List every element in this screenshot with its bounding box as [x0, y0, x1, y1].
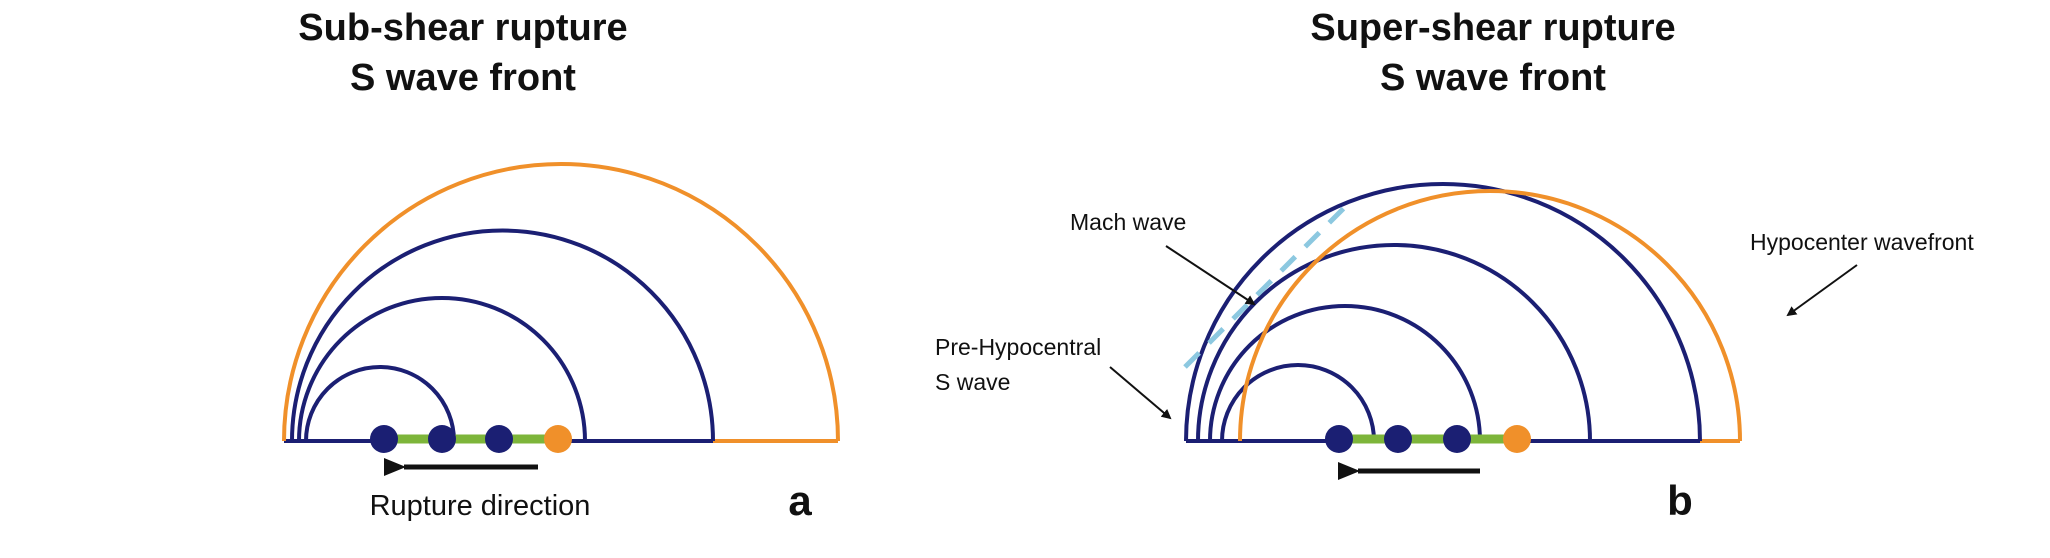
panel-b-node-1 — [1325, 425, 1353, 453]
panel-b-title-line1: Super-shear rupture — [1310, 7, 1675, 49]
panel-b-hypocenter-dot — [1503, 425, 1531, 453]
panel-b-hypocenter-label: Hypocenter wavefront — [1750, 229, 1974, 255]
panel-a-hypocenter-front — [282, 162, 840, 442]
panel-a-sshear-front-2 — [297, 296, 587, 442]
panel-a-direction-label: Rupture direction — [370, 490, 591, 522]
panel-a-sshear-front-1 — [304, 365, 456, 442]
panel-a-node-1 — [370, 425, 398, 453]
panel-b-title-line2: S wave front — [1380, 57, 1606, 99]
panel-b-hypocenter-front — [1238, 189, 1742, 442]
panel-a-sshear-front-3 — [290, 228, 715, 442]
panel-b-pre-hypo-label-line1: Pre-Hypocentral — [935, 334, 1101, 360]
panel-a-title-line2: S wave front — [350, 57, 576, 99]
panel-b-mach-wave — [1183, 200, 1352, 369]
panel-a-hypocenter-dot — [544, 425, 572, 453]
panel-b-sshear-front-1 — [1208, 304, 1482, 442]
panel-b-hypocenter-pointer — [1786, 264, 1858, 317]
panel-b-sshear-front-3 — [1184, 182, 1702, 442]
panel-a-letter: a — [788, 477, 812, 524]
panel-a: Sub-shear rupture S wave front Rupture d… — [282, 7, 840, 524]
panel-b-node-3 — [1443, 425, 1471, 453]
panel-b: Super-shear rupture S wave front Mach wa… — [935, 7, 1974, 524]
panel-a-node-3 — [485, 425, 513, 453]
panel-a-node-2 — [428, 425, 456, 453]
panel-b-mach-pointer — [1165, 245, 1256, 306]
panel-b-pre-hypo-label-line2: S wave — [935, 369, 1010, 395]
panel-b-mach-label: Mach wave — [1070, 209, 1186, 235]
panel-b-letter: b — [1667, 477, 1693, 524]
panel-a-title-line1: Sub-shear rupture — [298, 7, 627, 49]
panel-b-sshear-front-2 — [1196, 243, 1592, 442]
panel-b-sshear-front-0 — [1220, 363, 1376, 442]
panel-b-node-2 — [1384, 425, 1412, 453]
panel-b-pre-hypo-pointer — [1109, 366, 1172, 420]
